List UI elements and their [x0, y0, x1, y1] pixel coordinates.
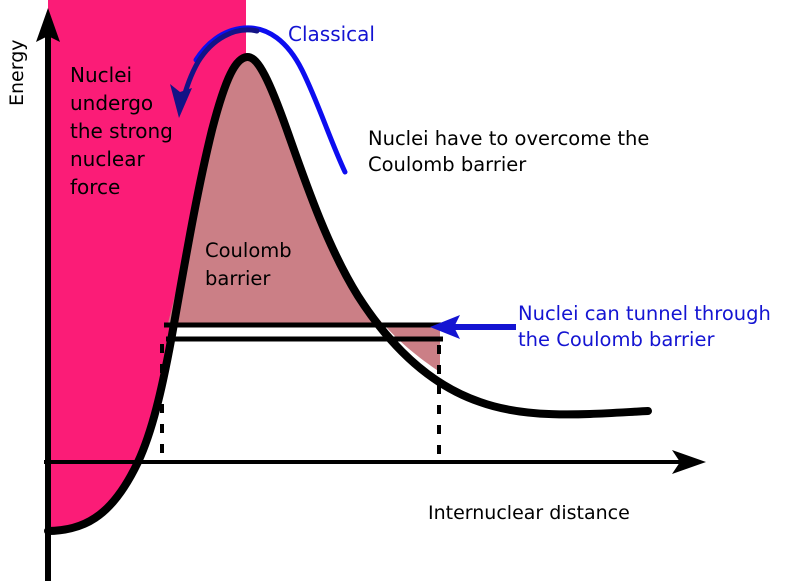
- potential-energy-curve: [44, 53, 652, 535]
- classical-label: Classical: [288, 22, 375, 46]
- coulomb-barrier-label: Coulomb barrier: [205, 239, 292, 290]
- y-axis-label: Energy: [6, 39, 28, 106]
- strong-force-pointer-arrow: [170, 27, 260, 118]
- turning-point-markers: [160, 344, 441, 461]
- strong-force-label-line-1: Nuclei: [70, 63, 132, 87]
- x-axis: [44, 450, 706, 474]
- overcome-barrier-line-1: Nuclei have to overcome the: [368, 127, 649, 150]
- strong-force-label-line-3: the strong: [70, 119, 173, 143]
- tunnelling-line-1: Nuclei can tunnel through: [518, 302, 771, 325]
- strong-force-region: [48, 0, 246, 531]
- overcome-barrier-annotation: Nuclei have to overcome the Coulomb barr…: [368, 127, 649, 176]
- strong-force-label-line-2: undergo: [70, 91, 153, 115]
- strong-force-label-line-4: nuclear: [70, 147, 145, 171]
- tunnelling-annotation: Nuclei can tunnel through the Coulomb ba…: [518, 302, 771, 351]
- overcome-barrier-line-2: Coulomb barrier: [368, 153, 527, 176]
- coulomb-barrier-area: [167, 57, 440, 372]
- x-axis-label: Internuclear distance: [428, 502, 630, 524]
- strong-force-label: Nuclei undergo the strong nuclear force: [70, 63, 173, 199]
- tunnelling-pointer-arrow: [430, 315, 516, 339]
- strong-force-label-line-5: force: [70, 175, 120, 199]
- coulomb-barrier-label-line-2: barrier: [205, 267, 271, 290]
- coulomb-barrier-label-line-1: Coulomb: [205, 239, 292, 262]
- energy-level-lines: [164, 322, 443, 342]
- y-axis: [36, 8, 60, 581]
- tunnelling-line-2: the Coulomb barrier: [518, 328, 715, 351]
